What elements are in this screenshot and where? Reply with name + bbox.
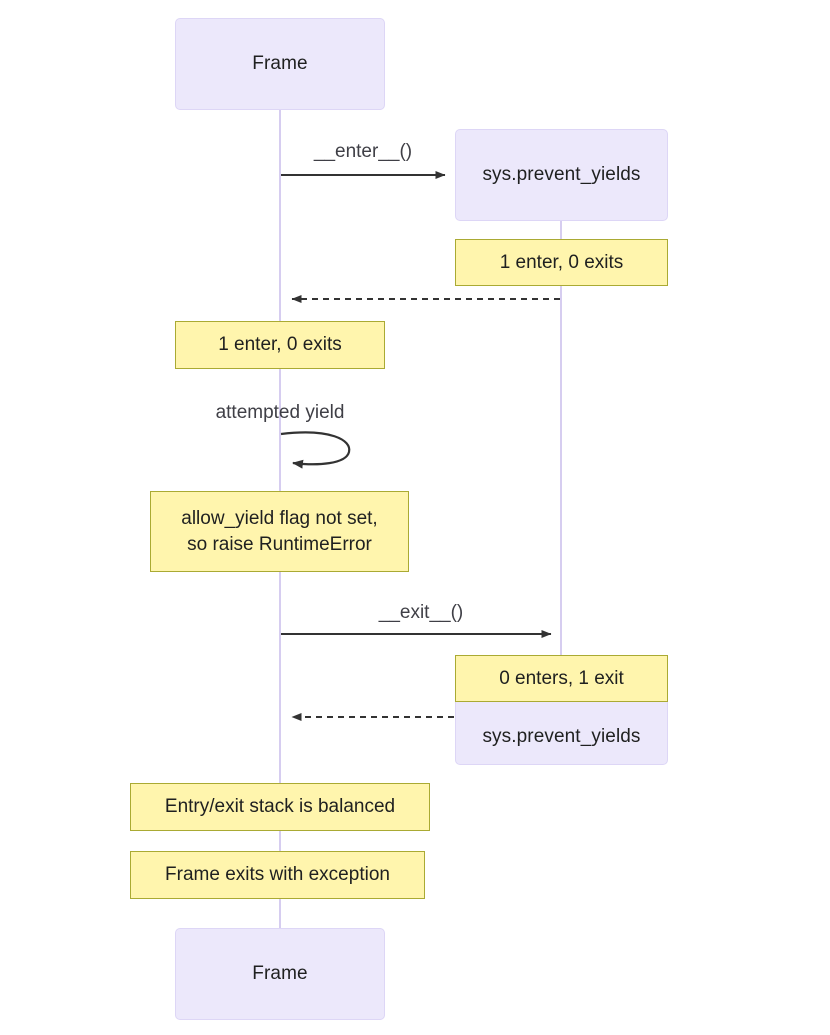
participant-sys-prevent-yields-top[interactable]: sys.prevent_yields [455,129,668,221]
message-label-enter: __enter__() [313,141,413,162]
message-label-exit: __exit__() [378,602,464,623]
participant-frame-top-label: Frame [252,53,308,74]
participant-sys-prevent-yields-bottom-label: sys.prevent_yields [482,726,641,747]
participant-frame-bottom[interactable]: Frame [175,928,385,1020]
participant-frame-bottom-label: Frame [252,963,308,984]
note-frame-enter-count: 1 enter, 0 exits [175,321,385,369]
note-prevent-yields-exit-count: 0 enters, 1 exit [455,655,668,702]
arrow-attempted-yield [280,431,351,469]
lifeline-sys-prevent-yields [560,221,562,673]
note-stack-balanced: Entry/exit stack is balanced [130,783,430,831]
note-frame-exits-exception: Frame exits with exception [130,851,425,899]
message-label-attempted-yield: attempted yield [215,402,345,423]
note-prevent-yields-enter-count: 1 enter, 0 exits [455,239,668,286]
participant-frame-top[interactable]: Frame [175,18,385,110]
participant-sys-prevent-yields-top-label: sys.prevent_yields [482,164,641,185]
note-allow-yield-flag: allow_yield flag not set, so raise Runti… [150,491,409,572]
